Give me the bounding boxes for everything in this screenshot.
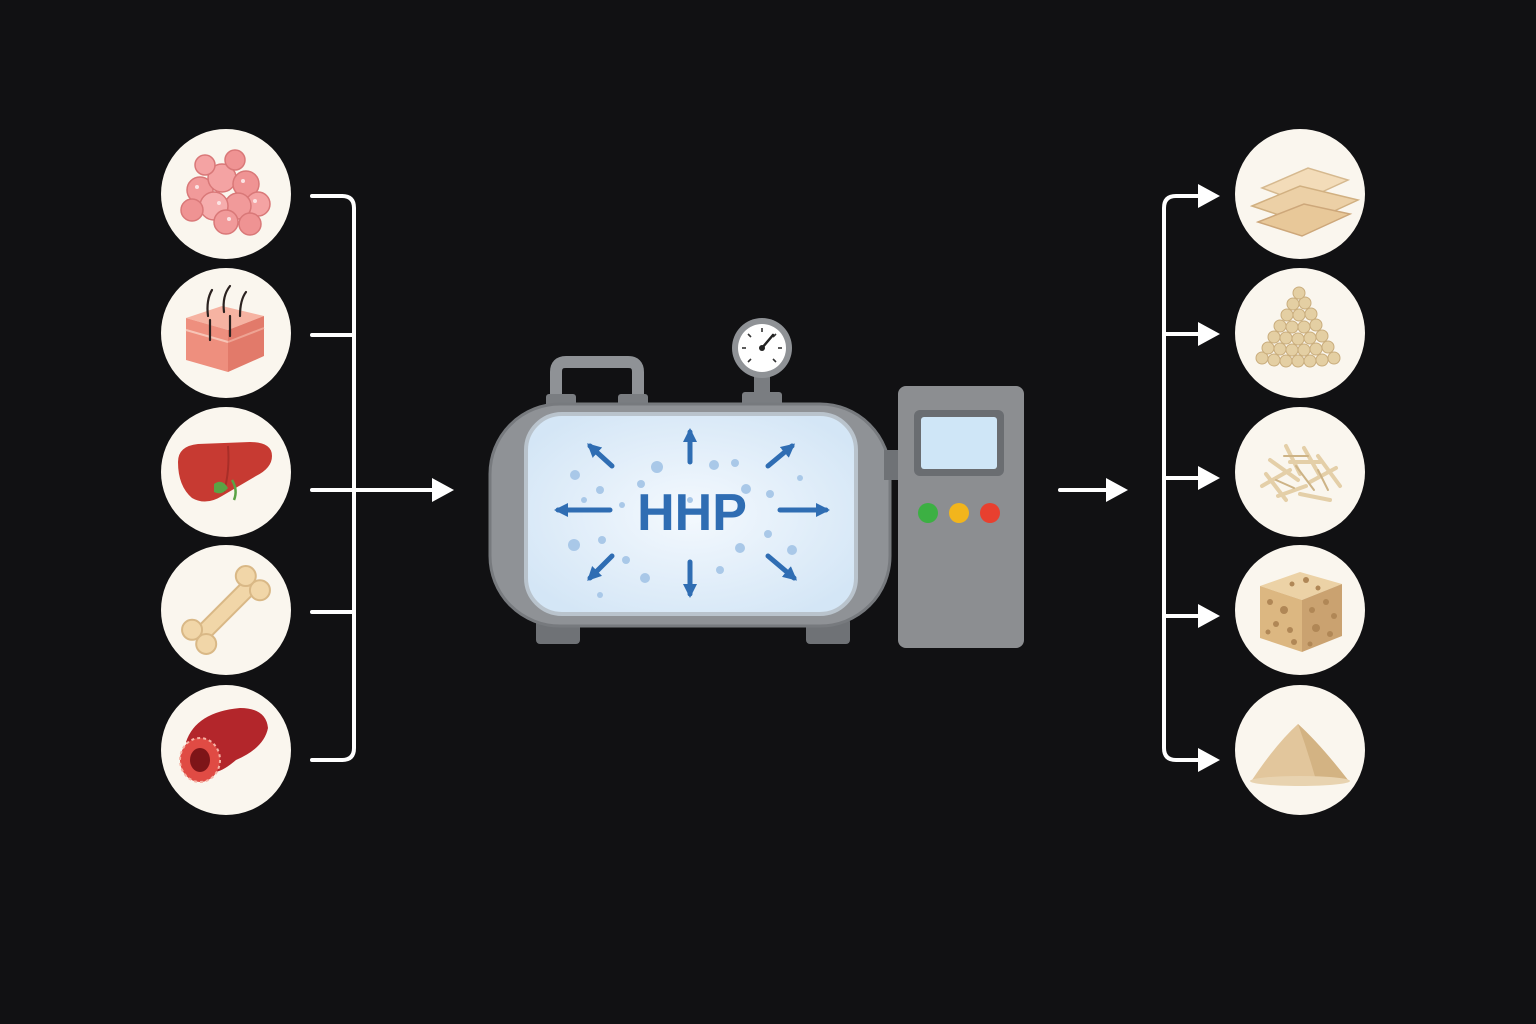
powder-icon [1235,685,1365,815]
gauge-stem [754,374,770,396]
red-light [980,503,1000,523]
blood-vessel-icon [161,685,291,815]
pressure-bubbles [568,459,803,598]
fibers-icon [1235,407,1365,537]
connector-pipe [884,450,902,480]
input-connector [310,194,434,762]
output-arrow [1058,478,1128,502]
green-light [918,503,938,523]
output-connector [1162,194,1202,762]
granules-icon [1235,268,1365,398]
yellow-light [949,503,969,523]
hhp-machine: HHP [488,318,1024,648]
bone-icon [161,545,291,675]
machine-handle [550,356,644,400]
pressure-arrows [554,428,830,598]
machine-label: HHP [637,484,747,542]
pressure-gauge-icon [732,318,792,378]
fat-cells-icon [161,129,291,259]
skin-tissue-icon [161,268,291,398]
output-arrowheads [1198,184,1220,772]
control-screen [921,417,997,469]
sheets-icon [1235,129,1365,259]
liver-icon [161,407,291,537]
input-arrow [432,478,454,502]
porous-scaffold-icon [1235,545,1365,675]
